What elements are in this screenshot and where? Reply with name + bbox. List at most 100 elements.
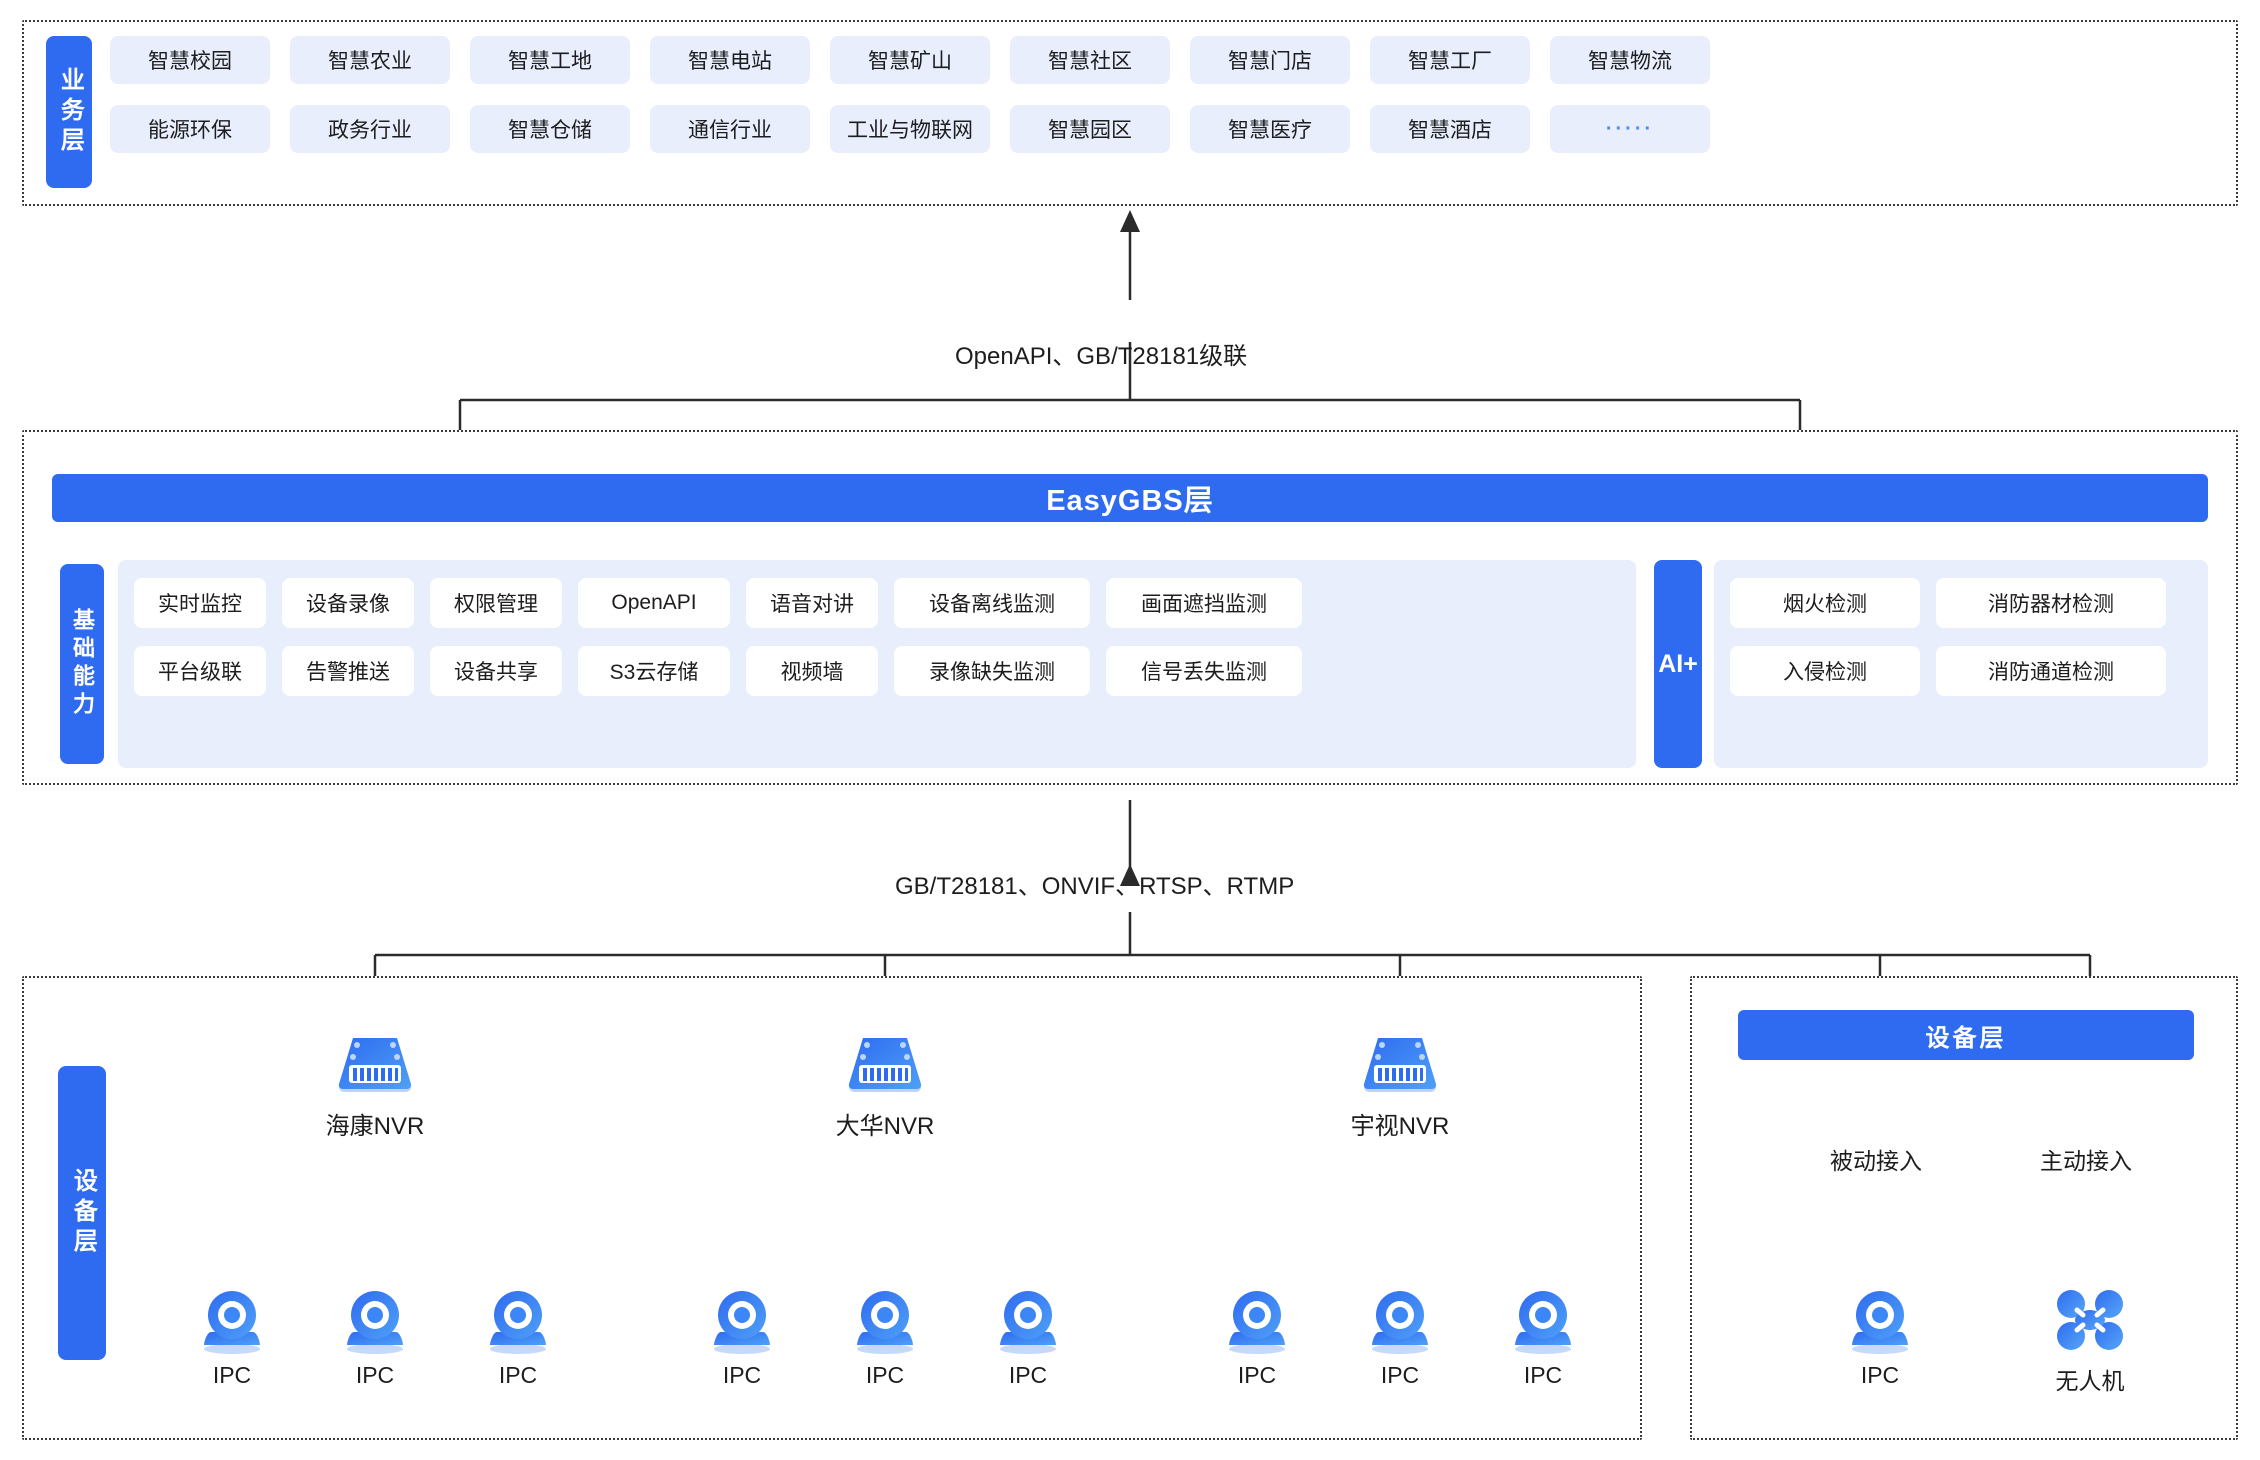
device-layer-tab-label: 设备层 bbox=[69, 1168, 97, 1258]
ai-chip[interactable]: 消防通道检测 bbox=[1936, 646, 2166, 696]
capability-chip[interactable]: 录像缺失监测 bbox=[894, 646, 1090, 696]
capability-chip[interactable]: 实时监控 bbox=[134, 578, 266, 628]
ipc-node[interactable]: IPC bbox=[1488, 1288, 1598, 1389]
nvr-icon bbox=[848, 1038, 922, 1092]
nvr-label: 大华NVR bbox=[835, 1113, 935, 1140]
ipc-label: IPC bbox=[498, 1362, 538, 1388]
business-chip[interactable]: 智慧物流 bbox=[1550, 36, 1710, 84]
ai-chip[interactable]: 烟火检测 bbox=[1730, 578, 1920, 628]
business-chip[interactable]: 智慧酒店 bbox=[1370, 105, 1530, 153]
business-chip[interactable]: 智慧电站 bbox=[650, 36, 810, 84]
ai-chip[interactable]: 入侵检测 bbox=[1730, 646, 1920, 696]
device-layer-tab: 设备层 bbox=[58, 1066, 106, 1360]
business-layer-tab-label: 业务层 bbox=[56, 67, 84, 157]
capability-chip[interactable]: 告警推送 bbox=[282, 646, 414, 696]
capability-chip[interactable]: 权限管理 bbox=[430, 578, 562, 628]
ipc-camera-icon bbox=[1000, 1291, 1056, 1354]
access-mode-label-passive: 被动接入 bbox=[1824, 1140, 1928, 1178]
capability-chip[interactable]: 平台级联 bbox=[134, 646, 266, 696]
device-layer-left-panel bbox=[22, 976, 1642, 1440]
nvr-node[interactable]: 宇视NVR bbox=[1325, 1032, 1475, 1141]
capability-chip[interactable]: OpenAPI bbox=[578, 578, 730, 628]
ipc-node[interactable]: IPC bbox=[1345, 1288, 1455, 1389]
business-chip-row: 智慧校园 智慧农业 智慧工地 智慧电站 智慧矿山 智慧社区 智慧门店 智慧工厂 … bbox=[110, 36, 2216, 84]
capability-chip[interactable]: 设备共享 bbox=[430, 646, 562, 696]
capability-chip[interactable]: 语音对讲 bbox=[746, 578, 878, 628]
ai-chip-row: 入侵检测 消防通道检测 bbox=[1730, 646, 2192, 696]
ipc-node[interactable]: IPC bbox=[177, 1288, 287, 1389]
connector-label-gbs-device: GB/T28181、ONVIF、RTSP、RTMP bbox=[895, 873, 1295, 900]
business-chip[interactable]: 智慧校园 bbox=[110, 36, 270, 84]
business-chip[interactable]: 通信行业 bbox=[650, 105, 810, 153]
ai-plus-tab: AI+ bbox=[1654, 560, 1702, 768]
connector-label-business-gbs: OpenAPI、GB/T28181级联 bbox=[955, 343, 1248, 370]
ipc-label: IPC bbox=[1008, 1362, 1048, 1388]
capability-chip[interactable]: 信号丢失监测 bbox=[1106, 646, 1302, 696]
business-chip-row: 能源环保 政务行业 智慧仓储 通信行业 工业与物联网 智慧园区 智慧医疗 智慧酒… bbox=[110, 105, 2216, 153]
ipc-node[interactable]: IPC bbox=[463, 1288, 573, 1389]
nvr-node[interactable]: 大华NVR bbox=[810, 1032, 960, 1141]
business-chip[interactable]: 智慧医疗 bbox=[1190, 105, 1350, 153]
ipc-node[interactable]: IPC bbox=[1825, 1288, 1935, 1389]
capability-layer-tab: 基础能力 bbox=[60, 564, 104, 764]
ipc-label: IPC bbox=[1860, 1362, 1900, 1388]
business-chip[interactable]: 工业与物联网 bbox=[830, 105, 990, 153]
drone-node[interactable]: 无人机 bbox=[2035, 1288, 2145, 1396]
ipc-camera-icon bbox=[857, 1291, 913, 1354]
drone-icon bbox=[2057, 1290, 2123, 1350]
nvr-icon bbox=[338, 1038, 412, 1092]
ipc-label: IPC bbox=[1523, 1362, 1563, 1388]
nvr-node[interactable]: 海康NVR bbox=[300, 1032, 450, 1141]
capability-chip[interactable]: 设备录像 bbox=[282, 578, 414, 628]
drone-label: 无人机 bbox=[2055, 1368, 2125, 1394]
device-layer-bar: 设备层 bbox=[1738, 1010, 2194, 1060]
ai-chip[interactable]: 消防器材检测 bbox=[1936, 578, 2166, 628]
business-chip[interactable]: 智慧门店 bbox=[1190, 36, 1350, 84]
capability-chip-box: 实时监控 设备录像 权限管理 OpenAPI 语音对讲 设备离线监测 画面遮挡监… bbox=[118, 560, 1636, 768]
capability-layer-tab-label: 基础能力 bbox=[69, 608, 95, 720]
ipc-camera-icon bbox=[1515, 1291, 1571, 1354]
ipc-node[interactable]: IPC bbox=[830, 1288, 940, 1389]
ipc-node[interactable]: IPC bbox=[973, 1288, 1083, 1389]
business-chip[interactable]: 智慧矿山 bbox=[830, 36, 990, 84]
nvr-label: 宇视NVR bbox=[1350, 1113, 1450, 1140]
nvr-label: 海康NVR bbox=[325, 1113, 425, 1140]
capability-chip[interactable]: S3云存储 bbox=[578, 646, 730, 696]
ipc-camera-icon bbox=[1852, 1291, 1908, 1354]
business-chip[interactable]: 智慧社区 bbox=[1010, 36, 1170, 84]
ipc-label: IPC bbox=[1380, 1362, 1420, 1388]
ipc-node[interactable]: IPC bbox=[1202, 1288, 1312, 1389]
ipc-camera-icon bbox=[490, 1291, 546, 1354]
ipc-camera-icon bbox=[1229, 1291, 1285, 1354]
business-chip-grid: 智慧校园 智慧农业 智慧工地 智慧电站 智慧矿山 智慧社区 智慧门店 智慧工厂 … bbox=[110, 36, 2216, 153]
ipc-camera-icon bbox=[1372, 1291, 1428, 1354]
ipc-node[interactable]: IPC bbox=[687, 1288, 797, 1389]
nvr-icon bbox=[1363, 1038, 1437, 1092]
ipc-label: IPC bbox=[865, 1362, 905, 1388]
business-chip-more[interactable]: ····· bbox=[1550, 105, 1710, 153]
easygbs-title-bar: EasyGBS层 bbox=[52, 474, 2208, 522]
capability-chip[interactable]: 设备离线监测 bbox=[894, 578, 1090, 628]
ipc-node[interactable]: IPC bbox=[320, 1288, 430, 1389]
ipc-label: IPC bbox=[722, 1362, 762, 1388]
business-chip[interactable]: 智慧园区 bbox=[1010, 105, 1170, 153]
business-chip[interactable]: 政务行业 bbox=[290, 105, 450, 153]
business-chip[interactable]: 能源环保 bbox=[110, 105, 270, 153]
ipc-label: IPC bbox=[1237, 1362, 1277, 1388]
business-chip[interactable]: 智慧农业 bbox=[290, 36, 450, 84]
ai-plus-tab-label: AI+ bbox=[1658, 649, 1698, 678]
business-chip[interactable]: 智慧仓储 bbox=[470, 105, 630, 153]
capability-chip-row: 平台级联 告警推送 设备共享 S3云存储 视频墙 录像缺失监测 信号丢失监测 bbox=[134, 646, 1620, 696]
ipc-camera-icon bbox=[204, 1291, 260, 1354]
ipc-camera-icon bbox=[714, 1291, 770, 1354]
ai-chip-row: 烟火检测 消防器材检测 bbox=[1730, 578, 2192, 628]
ai-chip-box: 烟火检测 消防器材检测 入侵检测 消防通道检测 bbox=[1714, 560, 2208, 768]
access-mode-label-active: 主动接入 bbox=[2034, 1140, 2138, 1178]
capability-chip[interactable]: 画面遮挡监测 bbox=[1106, 578, 1302, 628]
business-chip[interactable]: 智慧工地 bbox=[470, 36, 630, 84]
ipc-label: IPC bbox=[212, 1362, 252, 1388]
business-chip[interactable]: 智慧工厂 bbox=[1370, 36, 1530, 84]
capability-chip[interactable]: 视频墙 bbox=[746, 646, 878, 696]
ipc-label: IPC bbox=[355, 1362, 395, 1388]
